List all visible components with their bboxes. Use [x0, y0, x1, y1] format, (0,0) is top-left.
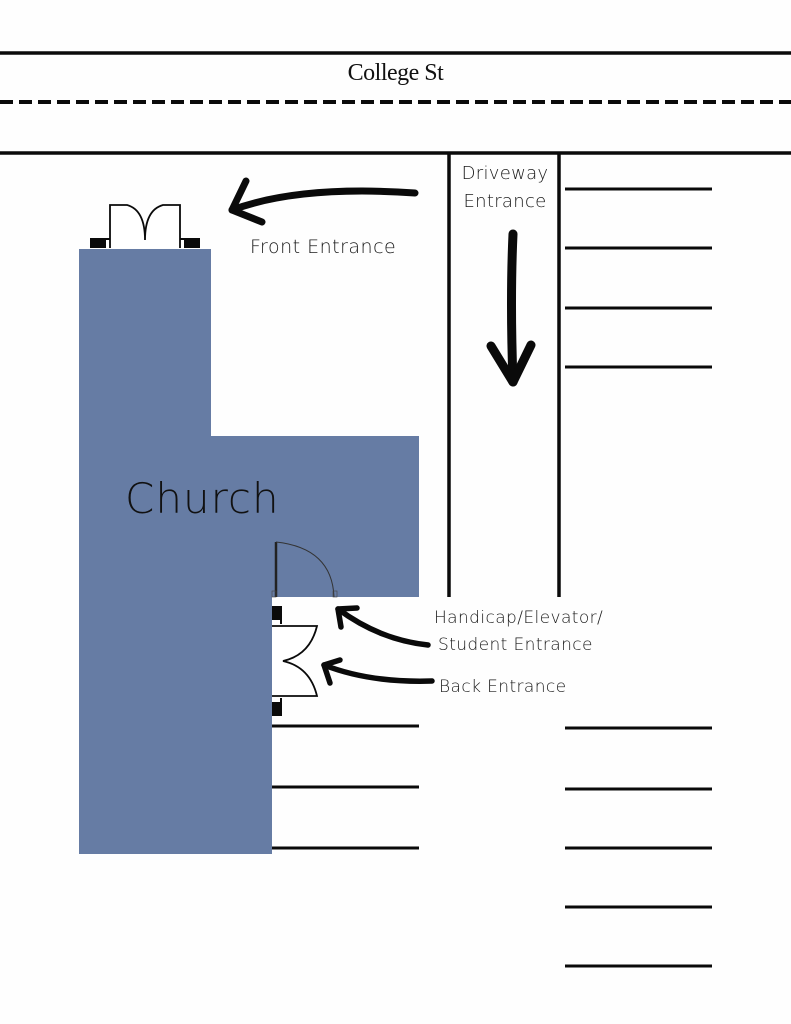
front-entrance-arrow-icon	[228, 177, 419, 226]
double-door-icon	[90, 204, 200, 248]
parking-lines-lower-left	[272, 724, 419, 850]
handicap-label-line2: Student Entrance	[438, 635, 593, 655]
single-door-icon	[271, 541, 338, 598]
back-entrance-arrow-icon	[321, 657, 435, 686]
back-entrance-label: Back Entrance	[439, 677, 567, 697]
street-name-label: College St	[347, 60, 444, 86]
handicap-entrance-arrow-icon	[335, 605, 431, 648]
parking-lines-upper-right	[565, 187, 712, 369]
driveway-entrance-label: Driveway Entrance	[450, 160, 560, 216]
front-entrance-label: Front Entrance	[250, 236, 397, 258]
church-building[interactable]	[79, 249, 419, 854]
driveway-label-line2: Entrance	[463, 191, 547, 212]
church-label: Church	[125, 474, 280, 523]
handicap-entrance-label: Handicap/Elevator/ Student Entrance	[434, 605, 603, 659]
parking-lines-lower-right	[565, 726, 712, 968]
driveway-label-line1: Driveway	[461, 163, 549, 184]
handicap-label-line1: Handicap/Elevator/	[434, 608, 604, 628]
back-double-door-icon	[272, 606, 319, 716]
driveway-arrow-icon	[486, 229, 536, 387]
